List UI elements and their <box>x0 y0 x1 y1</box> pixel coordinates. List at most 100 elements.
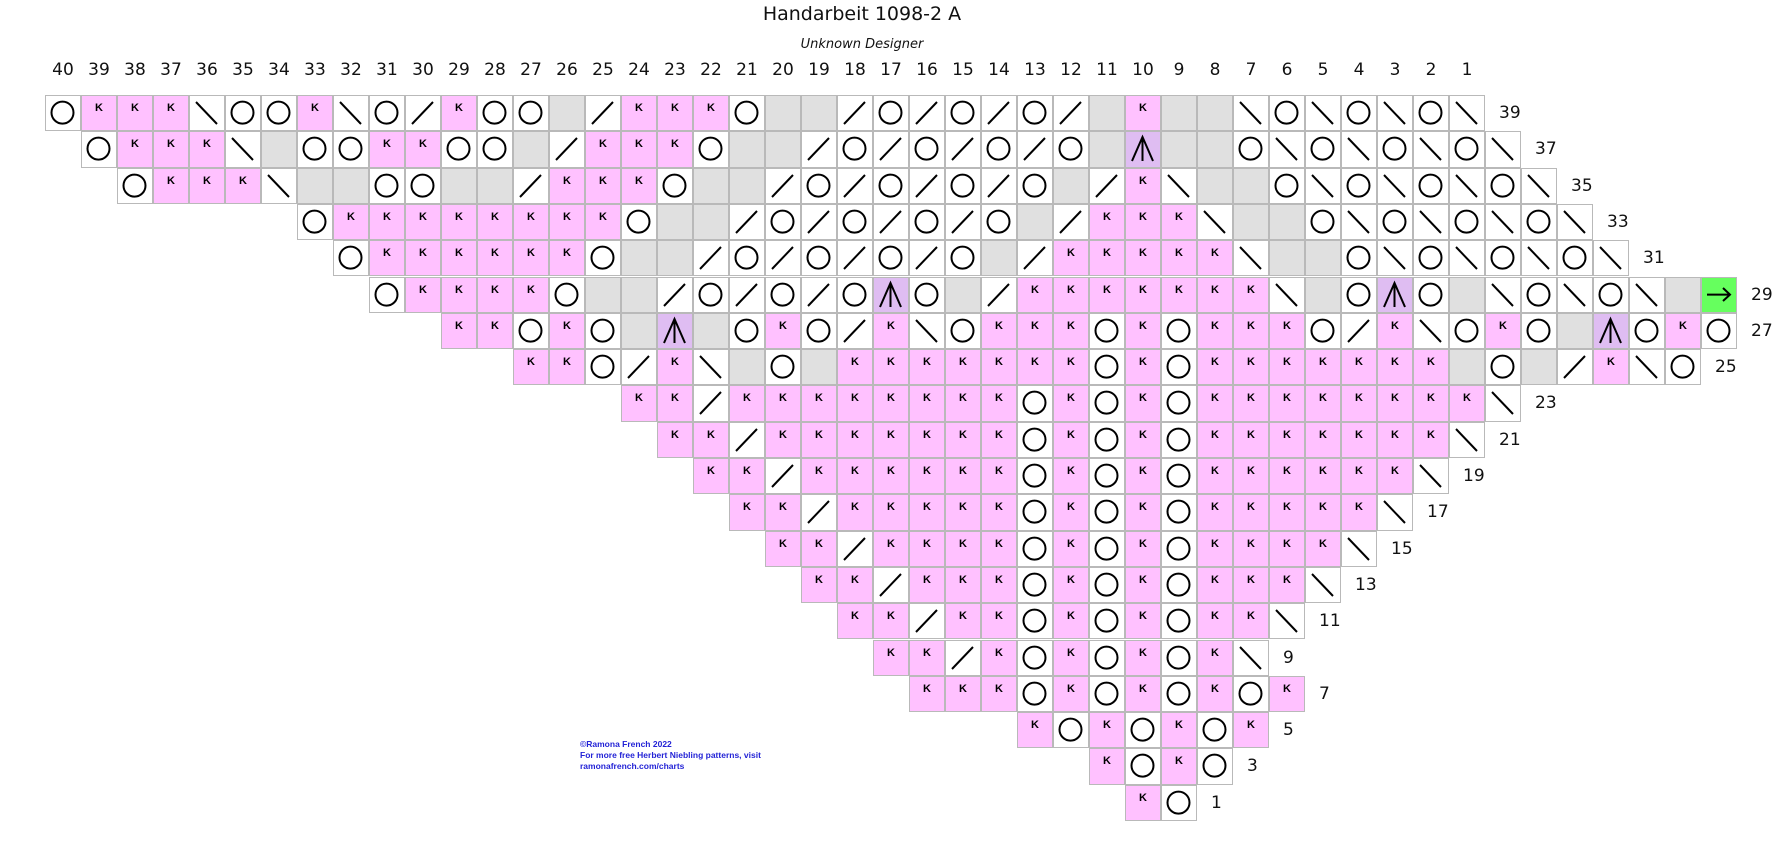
column-number: 8 <box>1209 60 1221 80</box>
yarn-over-icon <box>878 100 903 125</box>
k2tog-icon <box>555 137 578 161</box>
column-number: 22 <box>700 60 722 80</box>
knit-symbol: K <box>1247 501 1255 514</box>
stitch-k2tog <box>729 203 765 241</box>
knit-symbol: K <box>1319 392 1327 405</box>
knit-symbol: K <box>1139 791 1147 804</box>
stitch-knit: K <box>1197 421 1233 458</box>
row-number: 15 <box>1391 538 1413 559</box>
knit-symbol: K <box>671 356 679 369</box>
column-number: 36 <box>196 60 218 80</box>
stitch-ssk <box>1341 131 1377 168</box>
stitch-knit: K <box>369 131 405 168</box>
knit-symbol: K <box>383 247 391 260</box>
yarn-over-icon <box>1022 463 1047 488</box>
stitch-yarn-over <box>1305 131 1341 168</box>
stitch-knit: K <box>1377 421 1413 458</box>
stitch-yarn-over <box>1089 494 1125 531</box>
stitch-knit: K <box>1053 639 1089 676</box>
stitch-yarn-over <box>1377 131 1413 168</box>
stitch-yarn-over <box>1089 603 1125 640</box>
stitch-yarn-over <box>1197 712 1233 749</box>
yarn-over-icon <box>986 209 1011 234</box>
yarn-over-icon <box>1526 282 1551 307</box>
knit-symbol: K <box>959 465 967 477</box>
stitch-centered-double-decrease <box>1377 276 1413 313</box>
stitch-yarn-over <box>1125 712 1161 749</box>
knit-symbol: K <box>1355 392 1363 405</box>
stitch-yarn-over <box>369 95 405 132</box>
stitch-knit: K <box>621 167 657 204</box>
yarn-over-icon <box>86 136 111 161</box>
stitch-no-stitch <box>621 240 657 277</box>
yarn-over-icon <box>770 209 795 234</box>
yarn-over-icon <box>1454 136 1479 161</box>
knit-symbol: K <box>419 283 427 296</box>
column-number: 15 <box>952 60 974 80</box>
yarn-over-icon <box>1022 499 1047 524</box>
stitch-yarn-over <box>1161 349 1197 386</box>
stitch-yarn-over <box>1413 276 1449 313</box>
stitch-no-stitch <box>1197 95 1233 132</box>
knit-symbol: K <box>1355 356 1363 369</box>
column-number: 37 <box>160 60 182 80</box>
column-number: 17 <box>880 60 902 80</box>
stitch-knit: K <box>981 639 1017 676</box>
knit-symbol: K <box>1139 356 1147 369</box>
stitch-knit: K <box>657 421 693 458</box>
stitch-k2tog <box>981 95 1017 132</box>
yarn-over-icon <box>1166 354 1191 379</box>
stitch-knit: K <box>1269 312 1305 350</box>
website-link[interactable]: ramonafrench.com/charts <box>580 761 685 771</box>
stitch-knit: K <box>765 312 801 350</box>
knit-symbol: K <box>959 501 967 514</box>
column-number: 34 <box>268 60 290 80</box>
stitch-yarn-over <box>729 240 765 277</box>
yarn-over-icon <box>806 318 831 343</box>
yarn-over-icon <box>1310 136 1335 161</box>
yarn-over-icon <box>806 245 831 270</box>
stitch-knit: K <box>909 458 945 495</box>
stitch-knit: K <box>1197 603 1233 640</box>
row-number: 9 <box>1283 647 1294 668</box>
yarn-over-icon <box>842 282 867 307</box>
stitch-k2tog <box>693 385 729 422</box>
column-number: 1 <box>1461 60 1473 80</box>
yarn-over-icon <box>878 173 903 198</box>
stitch-k2tog <box>909 240 945 277</box>
stitch-ssk <box>1449 421 1485 458</box>
stitch-knit: K <box>621 95 657 132</box>
yarn-over-icon <box>1634 318 1659 343</box>
stitch-k2tog <box>1053 95 1089 132</box>
stitch-ssk <box>909 312 945 350</box>
stitch-knit: K <box>1125 566 1161 604</box>
ssk-icon <box>1239 645 1262 670</box>
ssk-icon <box>1419 464 1442 488</box>
ssk-icon <box>1563 282 1586 307</box>
stitch-yarn-over <box>369 167 405 204</box>
stitch-k2tog <box>585 95 621 132</box>
stitch-yarn-over <box>1377 203 1413 241</box>
stitch-knit: K <box>1341 385 1377 422</box>
yarn-over-icon <box>410 173 435 198</box>
stitch-no-stitch <box>1305 240 1341 277</box>
knit-symbol: K <box>887 319 895 332</box>
stitch-yarn-over <box>873 95 909 132</box>
knit-symbol: K <box>167 138 175 151</box>
row-number: 7 <box>1319 683 1330 704</box>
stitch-knit: K <box>189 131 225 168</box>
knit-symbol: K <box>1067 428 1075 441</box>
stitch-yarn-over <box>1161 603 1197 640</box>
knit-symbol: K <box>815 428 823 441</box>
stitch-knit: K <box>1197 639 1233 676</box>
stitch-yarn-over <box>333 240 369 277</box>
knit-symbol: K <box>1211 610 1219 623</box>
yarn-over-icon <box>1202 753 1227 778</box>
stitch-ssk <box>1197 203 1233 241</box>
stitch-no-stitch <box>621 312 657 350</box>
stitch-knit: K <box>1053 675 1089 713</box>
stitch-yarn-over <box>1341 240 1377 277</box>
chart-title: Handarbeit 1098-2 A <box>762 3 962 25</box>
stitch-k2tog <box>549 131 585 168</box>
stitch-ssk <box>1377 167 1413 204</box>
